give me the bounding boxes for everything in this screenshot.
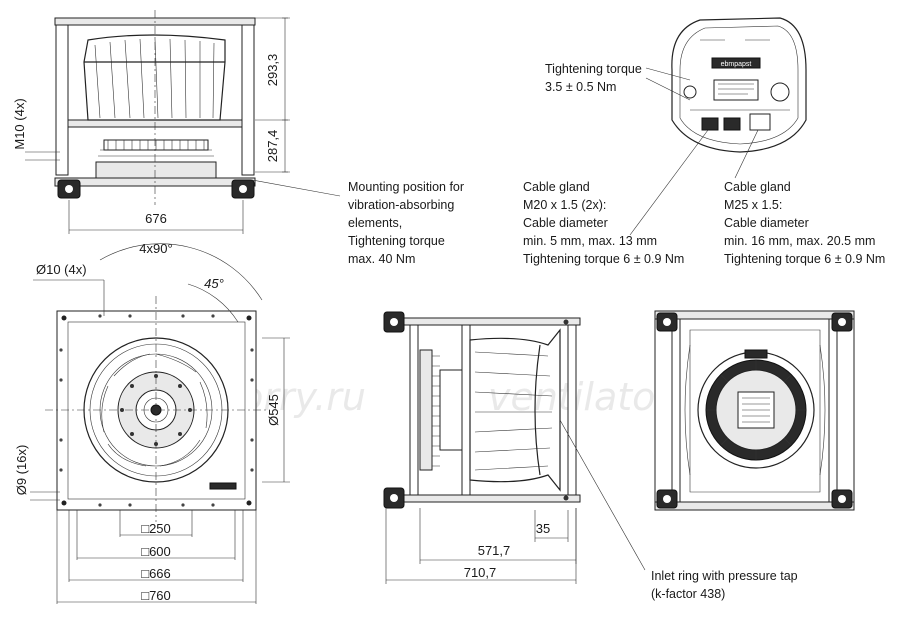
m25-leader bbox=[734, 129, 759, 179]
dim-dia9: Ø9 (16x) bbox=[14, 445, 29, 496]
front-view-dimensions: 4x90° 45° Ø10 (4x) Ø545 Ø9 (16x) □250 □6… bbox=[14, 241, 290, 604]
note-torque: Tightening torque 3.5 ± 0.5 Nm bbox=[545, 62, 645, 94]
rear-view bbox=[654, 310, 855, 511]
note-gland-m25: Cable gland M25 x 1.5: Cable diameter mi… bbox=[724, 180, 885, 266]
dim-sq760: □760 bbox=[141, 588, 171, 603]
dim-293: 293,3 bbox=[265, 54, 280, 87]
dim-sq600: □600 bbox=[141, 544, 171, 559]
dim-dia545: Ø545 bbox=[266, 394, 281, 426]
dim-sq250: □250 bbox=[141, 521, 171, 536]
dim-571: 571,7 bbox=[478, 543, 511, 558]
note-mounting: Mounting position for vibration-absorbin… bbox=[348, 180, 468, 266]
dim-dia10: Ø10 (4x) bbox=[36, 262, 87, 277]
side-section-view bbox=[383, 311, 581, 509]
dim-35: 35 bbox=[536, 521, 550, 536]
brand-label: ebmpapst bbox=[721, 61, 752, 68]
dim-676: 676 bbox=[145, 211, 167, 226]
dim-710: 710,7 bbox=[464, 565, 497, 580]
side-elevation-view bbox=[54, 10, 256, 205]
side-section-dimensions: 35 571,7 710,7 bbox=[385, 419, 646, 584]
dim-287: 287,4 bbox=[265, 130, 280, 163]
dim-4x90: 4x90° bbox=[139, 241, 172, 256]
dim-sq666: □666 bbox=[141, 566, 171, 581]
torque-leader bbox=[645, 67, 691, 101]
note-inlet: Inlet ring with pressure tap (k-factor 4… bbox=[651, 569, 801, 601]
m20-leader bbox=[629, 129, 709, 236]
note-gland-m20: Cable gland M20 x 1.5 (2x): Cable diamet… bbox=[523, 180, 684, 266]
side-elevation-dimensions: 293,3 287,4 M10 (4x) 676 bbox=[12, 17, 341, 234]
terminal-box-detail: ebmpapst bbox=[671, 17, 807, 153]
dim-45: 45° bbox=[204, 276, 224, 291]
dim-m10: M10 (4x) bbox=[12, 98, 27, 149]
front-view bbox=[45, 296, 268, 522]
